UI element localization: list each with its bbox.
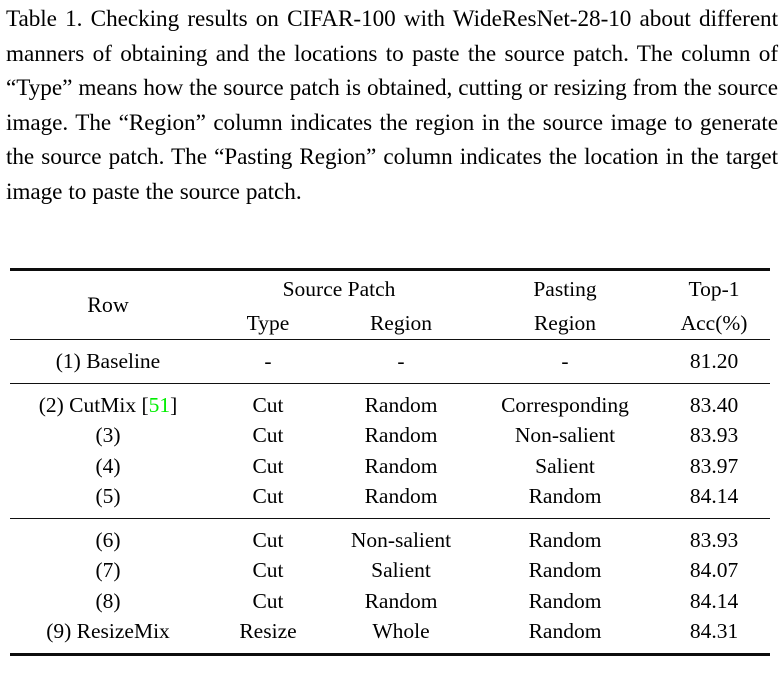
table-row: (3) Cut Random Non-salient 83.93 [10, 420, 770, 451]
rule-segment [10, 652, 206, 657]
cell-top1-acc: 83.93 [658, 517, 770, 555]
cell-pasting-region: - [472, 339, 658, 383]
table-row: (4) Cut Random Salient 83.97 [10, 451, 770, 482]
row-label-cell: (1) Baseline [10, 339, 206, 383]
cell-top1-acc: 84.07 [689, 558, 739, 582]
cell-type: Cut [206, 382, 330, 420]
header-row-bottom: Type Region Region Acc(%) [10, 307, 770, 340]
row-label-cell: (4) [95, 453, 121, 478]
cell-top1-acc: 83.93 [689, 423, 739, 447]
cell-type: Cut [252, 588, 284, 613]
table-row: (7) Cut Salient Random 84.07 [10, 555, 770, 586]
results-table-container: Row Source Patch Pasting Top-1 Type Regi… [10, 268, 770, 657]
cell-top1-acc: 81.20 [658, 339, 770, 383]
header-row-top: Row Source Patch Pasting Top-1 [10, 268, 770, 340]
cell-source-region: Non-salient [330, 517, 472, 555]
header-sub-region: Region [369, 310, 433, 335]
header-row-label: Row [10, 268, 206, 340]
row-label-cell: (7) [95, 558, 121, 582]
header-top1-line1: Top-1 [658, 268, 770, 307]
cell-pasting-region: Non-salient [514, 423, 616, 447]
cell-source-region: Random [364, 453, 438, 478]
cell-top1-acc: 83.97 [689, 453, 739, 478]
cell-top1-acc: 84.14 [689, 588, 739, 613]
table-row: (1) Baseline---81.20 [10, 339, 770, 383]
results-table: Row Source Patch Pasting Top-1 Type Regi… [10, 268, 770, 657]
table-bottom-rule [10, 652, 770, 657]
cell-pasting-region: Salient [535, 453, 595, 478]
rule-segment [206, 652, 330, 657]
table-header: Row Source Patch Pasting Top-1 Type Regi… [10, 268, 770, 340]
cell-type: Cut [206, 517, 330, 555]
table-caption: Table 1. Checking results on CIFAR-100 w… [6, 6, 778, 205]
cell-source-region: - [330, 339, 472, 383]
header-sub-type: Type [246, 310, 290, 335]
row-label-suffix: ] [170, 392, 178, 417]
row-label-cell: (8) [95, 588, 121, 613]
cell-source-region: Salient [371, 558, 431, 582]
cell-source-region: Whole [372, 619, 430, 643]
cell-top1-acc: 84.14 [689, 484, 739, 508]
citation-link[interactable]: 51 [148, 392, 171, 417]
header-pasting-region-line1: Pasting [472, 268, 658, 307]
rule-segment [658, 652, 770, 657]
cell-top1-acc: 84.31 [689, 619, 739, 643]
cell-top1-acc: 83.40 [658, 382, 770, 420]
table-row: (5) Cut Random Random 84.14 [10, 481, 770, 518]
row-label-cell: (2) CutMix [51] [10, 382, 206, 420]
rule-segment [330, 652, 472, 657]
cell-type: Resize [239, 619, 297, 643]
rule-segment [472, 652, 658, 657]
table-row: (8) Cut Random Random 84.14 [10, 586, 770, 617]
row-label-cell: (5) [95, 484, 121, 508]
row-label-cell: (9) ResizeMix [46, 619, 170, 643]
row-label-cell: (3) [95, 423, 121, 447]
cell-source-region: Random [330, 382, 472, 420]
row-label-cell: (6) [10, 517, 206, 555]
cell-type: - [206, 339, 330, 383]
cell-pasting-region: Random [528, 558, 602, 582]
cell-pasting-region: Random [472, 517, 658, 555]
cell-source-region: Random [364, 588, 438, 613]
header-group-source-patch: Source Patch [206, 268, 472, 307]
cell-source-region: Random [364, 423, 438, 447]
header-pasting-region-line2: Region [533, 310, 597, 335]
cell-type: Cut [252, 484, 284, 508]
cell-pasting-region: Random [528, 588, 602, 613]
cell-type: Cut [252, 453, 284, 478]
cell-type: Cut [252, 423, 284, 447]
cell-pasting-region: Corresponding [472, 382, 658, 420]
cell-type: Cut [252, 558, 284, 582]
cell-source-region: Random [364, 484, 438, 508]
table-row: (9) ResizeMix Resize Whole Random 84.31 [10, 616, 770, 654]
cell-pasting-region: Random [528, 484, 602, 508]
header-top1-line2: Acc(%) [680, 310, 748, 335]
cell-pasting-region: Random [528, 619, 602, 643]
row-label-text: (2) CutMix [ [38, 392, 149, 417]
